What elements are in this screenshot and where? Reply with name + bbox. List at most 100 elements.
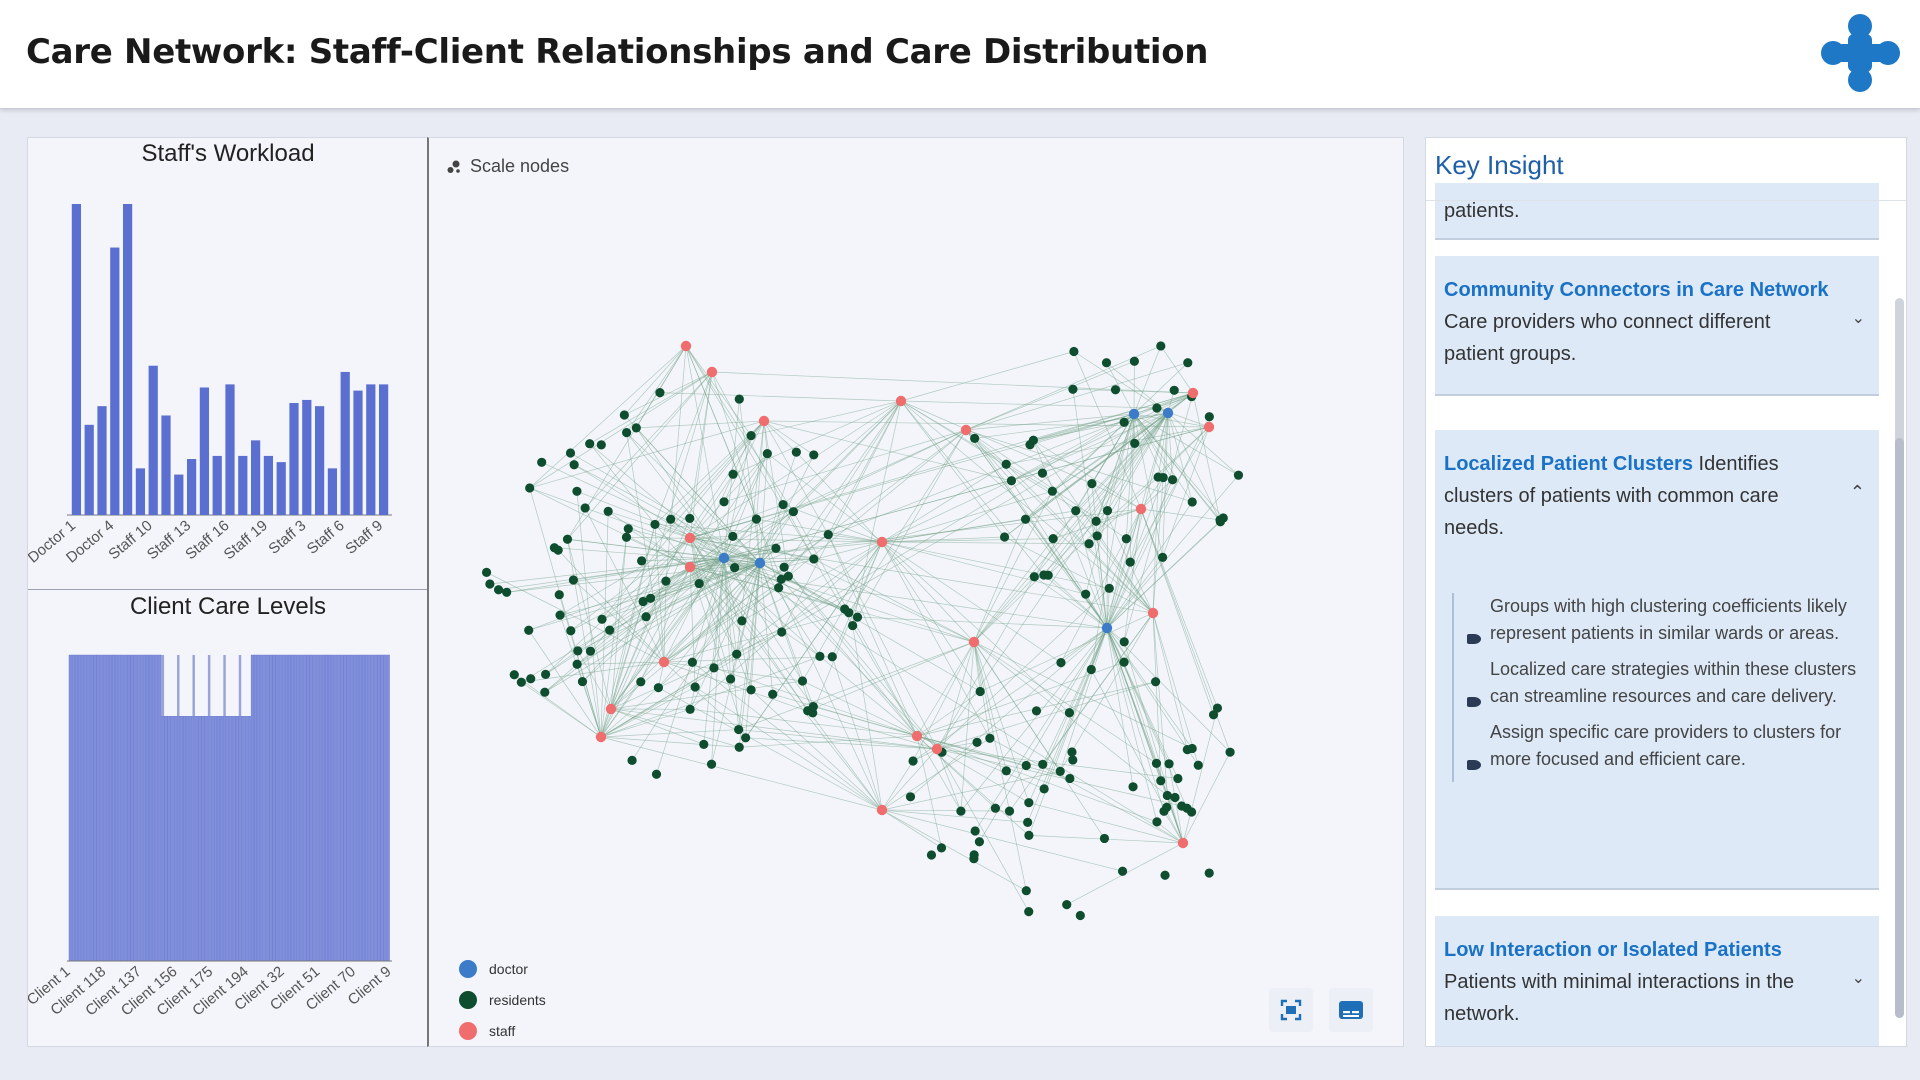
network-edge — [759, 511, 794, 564]
chevron-up-icon[interactable]: ⌃ — [1849, 482, 1865, 502]
network-edge — [989, 737, 1184, 844]
network-edge — [689, 537, 1154, 614]
chevron-down-icon[interactable]: ⌄ — [1851, 970, 1865, 987]
network-edge — [608, 511, 691, 539]
network-edge — [1043, 574, 1108, 629]
subtitles-button[interactable] — [1329, 988, 1373, 1032]
legend-label-doctor: doctor — [489, 960, 528, 977]
network-edge — [936, 748, 1178, 779]
resident-node — [1162, 790, 1172, 801]
network-edge — [689, 453, 768, 539]
doctor-node — [754, 557, 766, 569]
network-edge — [663, 453, 768, 663]
network-edge — [610, 580, 667, 710]
resident-node — [623, 524, 633, 534]
resident-node — [1183, 358, 1193, 368]
network-edge — [1134, 412, 1169, 444]
insight-scrollbar-thumb[interactable] — [1895, 438, 1904, 1018]
resident-node — [1004, 806, 1015, 816]
resident-node — [848, 620, 858, 631]
network-edge — [650, 562, 761, 599]
network-edge — [1129, 426, 1210, 563]
network-edge — [852, 625, 883, 811]
resident-node — [1182, 803, 1192, 813]
network-edge — [916, 641, 975, 737]
network-graph[interactable] — [429, 138, 1403, 1046]
care-gap-marker — [238, 655, 242, 717]
resident-node — [1119, 417, 1129, 427]
network-edge — [1011, 392, 1194, 482]
staff-node — [968, 636, 980, 648]
resident-node — [572, 486, 582, 496]
resident-node — [1121, 534, 1131, 544]
fit-screen-button[interactable] — [1269, 988, 1313, 1032]
resident-node — [1162, 802, 1172, 812]
network-edge — [788, 429, 967, 577]
chevron-down-icon[interactable]: ⌄ — [1851, 310, 1865, 327]
key-insight-panel[interactable]: Key Insight patients. Community Connecto… — [1425, 137, 1907, 1047]
care-bar — [300, 654, 304, 962]
network-edge — [763, 420, 768, 454]
network-edge — [559, 537, 691, 616]
insight-card-community-connectors[interactable]: Community Connectors in Care Network Car… — [1435, 256, 1879, 396]
network-edge — [584, 507, 665, 663]
network-edge — [1091, 483, 1108, 629]
resident-node — [1215, 515, 1225, 525]
scale-nodes-toggle[interactable]: Scale nodes — [446, 156, 569, 177]
insight-card-title-link[interactable]: Community Connectors in Care Network — [1444, 279, 1829, 301]
insight-scrollbar[interactable] — [1895, 298, 1904, 1018]
care-bar — [102, 654, 106, 962]
network-edge — [881, 809, 942, 849]
network-edge — [1162, 412, 1169, 558]
network-edge — [1156, 821, 1184, 844]
network-edge — [713, 667, 918, 737]
care-bar — [346, 654, 350, 962]
resident-node — [525, 483, 535, 493]
care-chart-title: Client Care Levels — [129, 593, 327, 620]
care-bar — [309, 654, 313, 962]
app-header: Care Network: Staff-Client Relationships… — [0, 0, 1920, 109]
network-edge — [1033, 439, 1142, 510]
resident-node — [777, 627, 787, 637]
network-edge — [1106, 557, 1163, 629]
network-edge — [759, 562, 789, 577]
workload-tick-label: Staff 3 — [265, 517, 309, 558]
network-edge — [973, 576, 1035, 643]
network-edge — [689, 566, 883, 811]
workload-bar — [148, 365, 158, 515]
network-edge — [689, 371, 713, 539]
staff-node — [876, 804, 888, 816]
network-edge — [545, 557, 725, 675]
resident-node — [568, 575, 579, 585]
network-edge — [1106, 362, 1135, 415]
resident-node — [1055, 766, 1065, 777]
staff-node — [895, 395, 907, 407]
network-edge — [965, 362, 1188, 431]
network-edge — [1106, 627, 1199, 766]
insight-bullet: Groups with high clustering coefficients… — [1454, 593, 1874, 647]
care-bar — [287, 654, 291, 962]
network-edge — [1060, 627, 1108, 663]
care-bar — [108, 654, 112, 962]
insight-card-title-link[interactable]: Localized Patient Clusters — [1444, 453, 1693, 475]
network-edge — [1034, 576, 1108, 629]
insight-card-title-link[interactable]: Low Interaction or Isolated Patients — [1444, 939, 1782, 961]
network-edge — [912, 627, 1108, 762]
network-edge — [600, 708, 691, 738]
insight-card-isolated-patients[interactable]: Low Interaction or Isolated Patients Pat… — [1435, 916, 1879, 1046]
network-edge — [654, 524, 883, 543]
staff-node — [684, 532, 696, 544]
network-edge — [916, 735, 942, 848]
resident-node — [719, 497, 729, 507]
network-panel[interactable]: Scale nodes doctor residents staff — [427, 137, 1404, 1047]
partial-insight-card[interactable]: patients. — [1435, 183, 1879, 240]
network-edge — [965, 413, 1135, 431]
network-edge — [1090, 508, 1142, 670]
resident-node — [555, 610, 565, 620]
network-edge — [738, 562, 761, 748]
resident-node — [746, 430, 756, 441]
network-edge — [711, 371, 779, 588]
insight-card-localized-clusters[interactable]: Localized Patient Clusters Identifies cl… — [1435, 430, 1879, 890]
insight-bullet-list: Groups with high clustering coefficients… — [1452, 593, 1874, 782]
network-edge — [802, 680, 918, 737]
